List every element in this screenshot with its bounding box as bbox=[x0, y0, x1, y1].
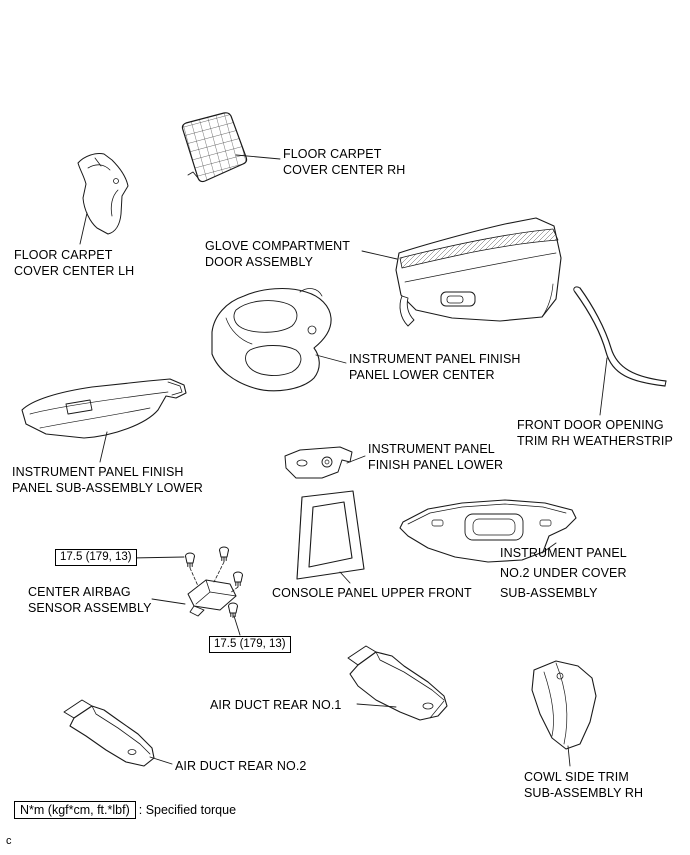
leader-glove-compartment bbox=[361, 250, 398, 260]
leader-air-duct-no2 bbox=[149, 756, 173, 765]
leader-ip-no2-under-cover bbox=[541, 542, 557, 554]
label-air-duct-rear-no1: AIR DUCT REAR NO.1 bbox=[210, 698, 342, 712]
torque-legend-box: N*m (kgf*cm, ft.*lbf) bbox=[14, 801, 136, 819]
leader-floor-carpet-lh bbox=[79, 212, 88, 245]
bolt-icon bbox=[228, 602, 238, 618]
part-air-duct-rear-no1 bbox=[347, 645, 448, 721]
leader-cowl-side-trim bbox=[567, 745, 571, 767]
torque-legend-desc: : Specified torque bbox=[138, 803, 237, 817]
label-console-panel-upper-front: CONSOLE PANEL UPPER FRONT bbox=[272, 586, 472, 600]
part-center-airbag-sensor-assembly bbox=[185, 546, 243, 618]
label-glove-compartment-door-assembly: GLOVE COMPARTMENT DOOR ASSEMBLY bbox=[205, 239, 351, 269]
part-console-panel-upper-front bbox=[296, 490, 365, 580]
label-floor-carpet-cover-center-lh: FLOOR CARPET COVER CENTER LH bbox=[14, 248, 135, 278]
part-instrument-panel-finish-panel-lower bbox=[284, 446, 353, 479]
leader-lines bbox=[79, 154, 608, 767]
label-instrument-panel-finish-panel-lower-center: INSTRUMENT PANEL FINISH PANEL LOWER CENT… bbox=[349, 352, 521, 382]
part-glove-compartment-door-assembly bbox=[395, 217, 562, 327]
part-floor-carpet-cover-center-rh bbox=[181, 112, 248, 183]
label-front-door-opening-trim-rh-weatherstrip: FRONT DOOR OPENING TRIM RH WEATHERSTRIP bbox=[517, 418, 673, 448]
torque-callout-1: 17.5 (179, 13) bbox=[55, 549, 137, 566]
part-cowl-side-trim-sub-assembly-rh bbox=[531, 660, 597, 750]
leader-console-panel bbox=[339, 571, 351, 584]
part-air-duct-rear-no2 bbox=[63, 699, 155, 767]
label-instrument-panel-finish-panel-lower: INSTRUMENT PANEL FINISH PANEL LOWER bbox=[368, 442, 504, 472]
part-front-door-opening-trim-rh-weatherstrip bbox=[573, 286, 667, 387]
leader-ip-sub-assembly-lower bbox=[99, 431, 108, 463]
part-instrument-panel-finish-panel-sub-assembly-lower bbox=[21, 378, 187, 439]
leader-torque-1 bbox=[130, 556, 185, 559]
leader-airbag-sensor bbox=[151, 598, 186, 605]
part-instrument-panel-no2-under-cover-sub-assembly bbox=[399, 499, 577, 563]
label-instrument-panel-finish-panel-sub-assembly-lower: INSTRUMENT PANEL FINISH PANEL SUB-ASSEMB… bbox=[12, 465, 203, 495]
part-floor-carpet-cover-center-lh bbox=[77, 153, 129, 235]
torque-legend: N*m (kgf*cm, ft.*lbf) : Specified torque bbox=[14, 801, 236, 819]
bolt-icon bbox=[185, 552, 195, 568]
label-floor-carpet-cover-center-rh: FLOOR CARPET COVER CENTER RH bbox=[283, 147, 406, 177]
label-air-duct-rear-no2: AIR DUCT REAR NO.2 bbox=[175, 759, 307, 773]
leader-weatherstrip bbox=[599, 357, 608, 416]
label-instrument-panel-no2-under-cover-sub-assembly: INSTRUMENT PANEL NO.2 UNDER COVER SUB-AS… bbox=[500, 546, 627, 600]
leader-floor-carpet-rh bbox=[235, 154, 281, 160]
leader-ip-finish-lower-center bbox=[315, 354, 347, 364]
leader-ip-finish-panel-lower bbox=[346, 455, 366, 464]
label-center-airbag-sensor-assembly: CENTER AIRBAG SENSOR ASSEMBLY bbox=[28, 585, 152, 615]
torque-callout-2: 17.5 (179, 13) bbox=[209, 636, 291, 653]
label-cowl-side-trim-sub-assembly-rh: COWL SIDE TRIM SUB-ASSEMBLY RH bbox=[524, 770, 644, 800]
part-instrument-panel-finish-panel-lower-center bbox=[211, 288, 332, 392]
bolt-icon bbox=[219, 546, 229, 562]
leader-torque-2 bbox=[233, 615, 241, 636]
leader-air-duct-no1 bbox=[356, 703, 397, 708]
bolt-icon bbox=[233, 571, 243, 587]
page-corner-mark: c bbox=[6, 835, 12, 847]
